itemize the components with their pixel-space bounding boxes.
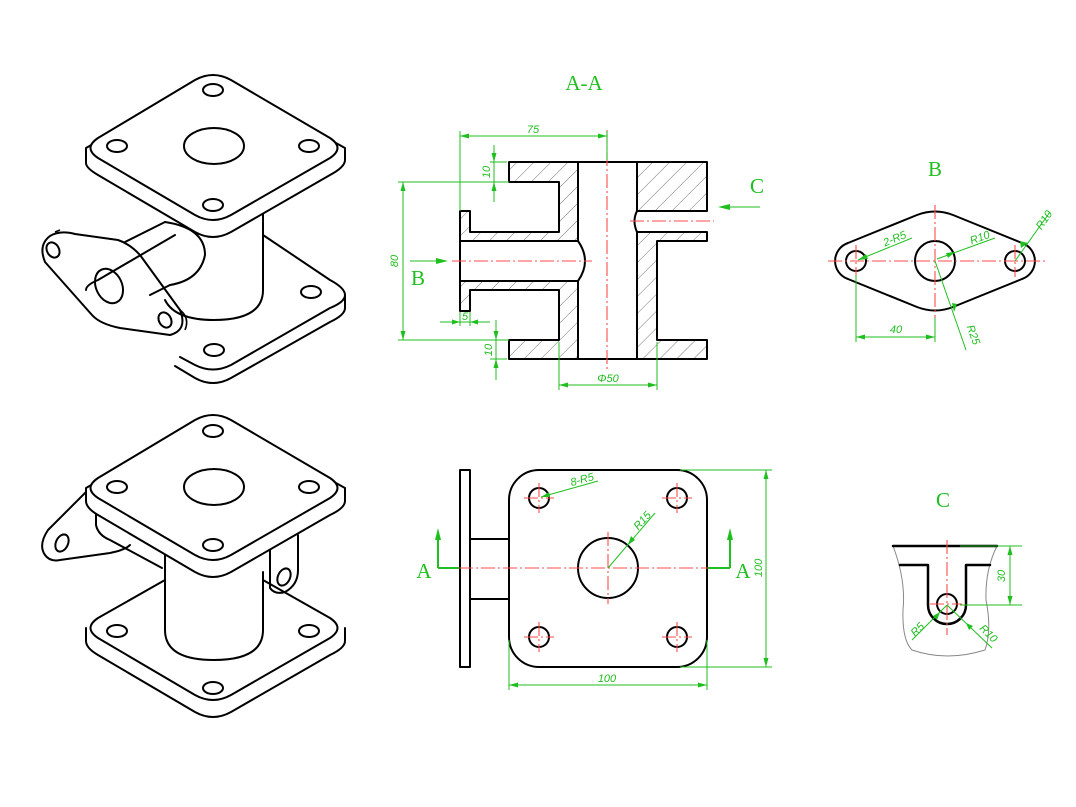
dim-c-slot-radius: R10 (977, 622, 1000, 645)
dim-flange-thickness: 5 (462, 311, 469, 323)
section-view-a-a: A-A 75 10 80 B 5 10 (389, 71, 764, 390)
section-upper-left (459, 161, 579, 242)
dim-c-hole-radius: R5 (909, 620, 928, 639)
dim-hole-spacing: 40 (890, 324, 903, 336)
arrow-c-label: C (750, 174, 764, 198)
cut-label-right: A (735, 559, 751, 583)
dim-plan-height: 100 (753, 558, 765, 577)
view-c: C 30 R5 R10 (891, 488, 1022, 657)
dim-bottom-thickness: 10 (483, 343, 495, 356)
dim-c-depth: 30 (996, 569, 1008, 582)
dim-outline-radius: R25 (964, 323, 982, 347)
dim-end-radius: R10 (1034, 208, 1056, 232)
dim-center-radius: R10 (968, 229, 992, 247)
dim-plan-center-radius: R15 (632, 509, 655, 533)
view-b-title: B (928, 157, 942, 181)
section-title: A-A (565, 71, 603, 95)
dim-height: 80 (389, 254, 401, 267)
isometric-view-top (41, 74, 346, 384)
section-upper-right (636, 161, 708, 212)
isometric-view-bottom (41, 414, 346, 718)
dim-plan-holes: 8-R5 (569, 471, 596, 489)
view-b: B 40 2-R5 R10 R10 R25 (828, 157, 1056, 351)
cut-label-left: A (416, 559, 432, 583)
dim-top-thickness: 10 (481, 165, 493, 178)
section-lower-right (636, 231, 708, 360)
plan-view: A A 100 100 8-R5 R15 (416, 469, 772, 690)
arrow-b-label: B (411, 266, 425, 290)
dim-bore-diameter: Φ50 (597, 373, 619, 385)
dim-length: 75 (527, 124, 540, 136)
dim-end-holes: 2-R5 (881, 229, 909, 250)
section-lower-left (459, 280, 579, 360)
view-c-title: C (936, 488, 950, 512)
dim-plan-width: 100 (598, 673, 617, 685)
